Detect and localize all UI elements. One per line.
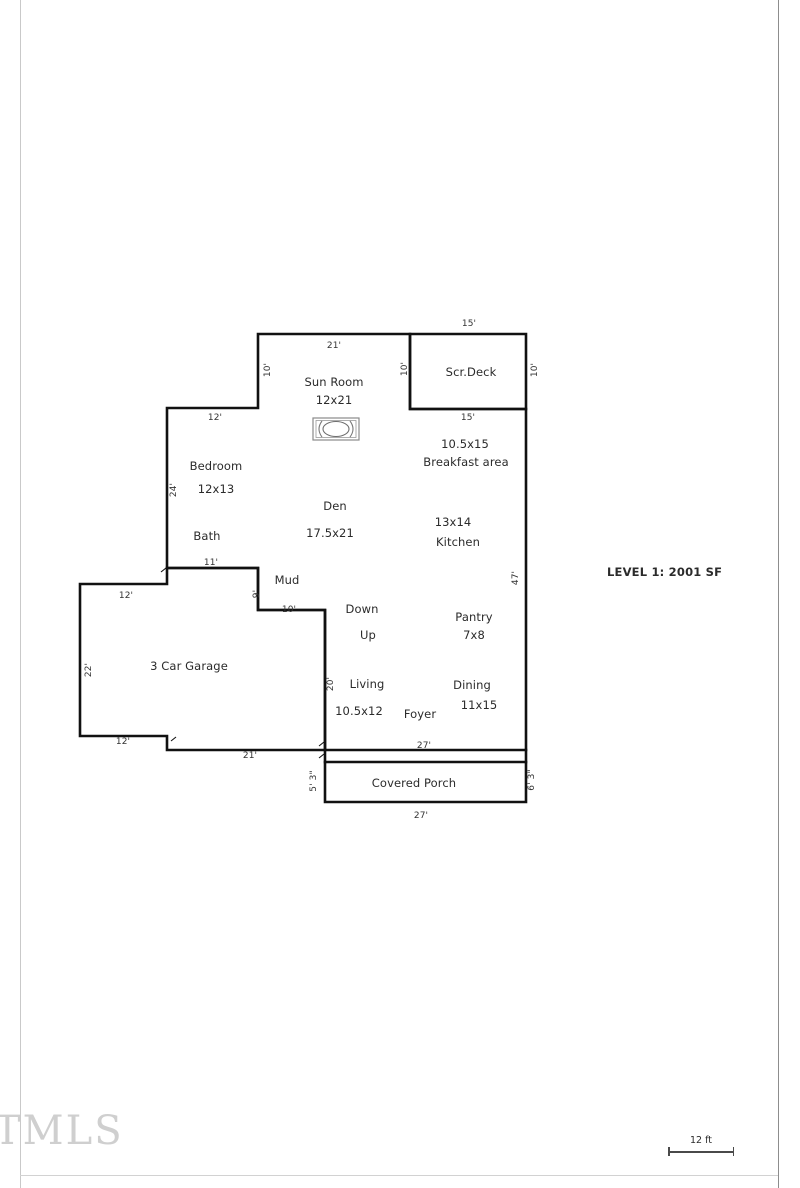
- sofa-icon: [312, 417, 360, 441]
- room-label-pantry: Pantry: [455, 610, 493, 624]
- dimension-label: 20': [326, 676, 336, 692]
- dimension-label: 10': [281, 605, 297, 615]
- room-size-den: 17.5x21: [306, 526, 354, 540]
- dimension-label: 10': [400, 361, 410, 377]
- scale-bar-tick-left: [668, 1147, 670, 1156]
- dimension-label: 27': [416, 741, 432, 751]
- scale-bar-label: 12 ft: [689, 1135, 712, 1146]
- dimension-label: 10': [530, 362, 540, 378]
- dimension-label: 12': [118, 591, 134, 601]
- garage-outline: [78, 566, 327, 752]
- covered-porch-outline: [323, 760, 528, 804]
- screened-deck-outline: [408, 332, 528, 411]
- tmls-watermark: TMLS: [0, 1108, 124, 1154]
- room-size-pantry: 7x8: [463, 628, 485, 642]
- page-border-left: [20, 0, 21, 1188]
- dimension-label: 12': [207, 413, 223, 423]
- room-label-garage: 3 Car Garage: [150, 659, 228, 673]
- room-label-bath: Bath: [193, 529, 221, 543]
- scale-bar-tick-right: [732, 1147, 734, 1156]
- page-border-right: [778, 0, 779, 1188]
- scale-bar: 12 ft: [668, 1135, 734, 1160]
- room-label-dining: Dining: [453, 678, 491, 692]
- dimension-label: 27': [413, 811, 429, 821]
- room-label-foyer: Foyer: [403, 707, 437, 721]
- dimension-label: 47': [511, 570, 521, 586]
- dimension-label: 15': [461, 319, 477, 329]
- corner-ticks: [160, 567, 325, 759]
- dimension-label: 15': [460, 413, 476, 423]
- room-label-sun-room: Sun Room: [304, 375, 364, 389]
- dimension-label: 12': [115, 737, 131, 747]
- room-size-sun-room: 12x21: [315, 393, 353, 407]
- dimension-label: 10': [263, 362, 273, 378]
- page-border-bottom: [20, 1175, 778, 1176]
- exterior-walls: [78, 332, 528, 804]
- dimension-label: 24': [169, 482, 179, 498]
- room-size-living: 10.5x12: [335, 704, 383, 718]
- dimension-label: 21': [326, 341, 342, 351]
- dimension-label: 5' 3": [309, 770, 319, 792]
- room-label-breakfast-area: Breakfast area: [423, 455, 509, 469]
- room-label-covered-porch: Covered Porch: [371, 776, 457, 790]
- room-size-bedroom: 12x13: [197, 482, 235, 496]
- room-size-breakfast-area: 10.5x15: [441, 437, 489, 451]
- room-label-living: Living: [349, 677, 385, 691]
- room-label-mud: Mud: [274, 573, 300, 587]
- room-size-kitchen: 13x14: [434, 515, 472, 529]
- scale-bar-line: [668, 1151, 734, 1153]
- dimension-label: 9': [252, 589, 262, 599]
- room-label-bedroom: Bedroom: [189, 459, 243, 473]
- room-label-kitchen: Kitchen: [436, 535, 480, 549]
- dimension-label: 21': [242, 751, 258, 761]
- dimension-label: 22': [84, 662, 94, 678]
- room-size-dining: 11x15: [460, 698, 498, 712]
- stair-label-down: Down: [345, 602, 379, 616]
- dimension-label: 6' 3": [527, 769, 537, 791]
- dimension-label: 11': [203, 558, 219, 568]
- stair-label-up: Up: [360, 628, 376, 642]
- level-area-label: LEVEL 1: 2001 SF: [607, 565, 723, 579]
- room-label-den: Den: [323, 499, 347, 513]
- room-label-screened-deck: Scr.Deck: [445, 365, 497, 379]
